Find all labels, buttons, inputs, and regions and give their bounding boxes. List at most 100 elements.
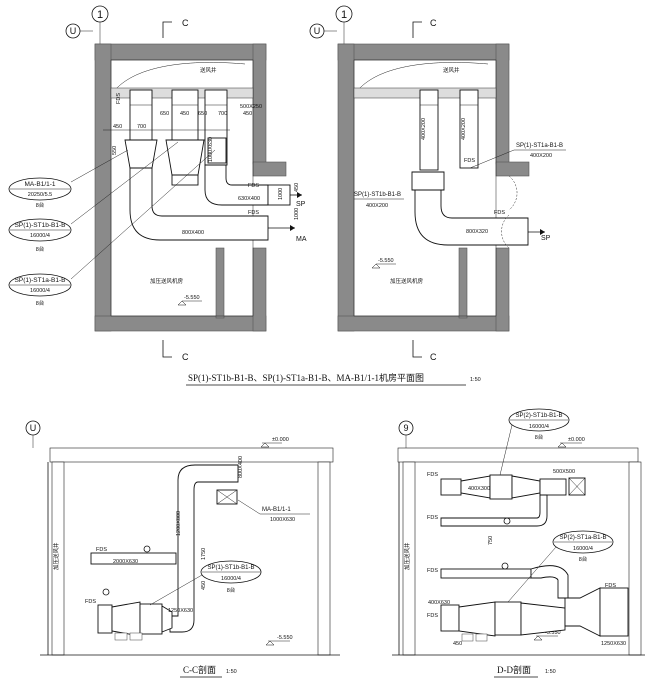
callout-name: SP(2)-ST1b-B1-B (515, 413, 562, 419)
fan-body-3 (207, 137, 227, 164)
lower-expander (564, 587, 601, 637)
callout-leader (149, 574, 203, 606)
section-c-label-top: C (182, 18, 189, 28)
wall-top (337, 43, 510, 61)
wall-bottom (94, 315, 267, 332)
plan-left: U 1 C C 送风井 (8, 5, 307, 362)
riser-duct (169, 464, 239, 633)
level-bottom-symbol (533, 635, 543, 641)
callout-note: 8台 (36, 299, 45, 307)
wall-right-jog (252, 161, 287, 177)
callout-leader (469, 149, 515, 169)
dim-2: 1750 (201, 548, 207, 560)
section-title: C-C剖面 (183, 664, 216, 675)
plan-label-spec: 400X200 (366, 203, 388, 209)
lower-fan (494, 601, 522, 636)
callout-name: SP(2)-ST1a-B1-B (559, 535, 606, 541)
duct-size-drop-2: 400X200 (461, 118, 467, 140)
upper-inlet (440, 478, 462, 496)
upper-outlet (511, 475, 541, 499)
level-bottom: -5.550 (277, 635, 293, 641)
room-label: 加压送风机房 (150, 277, 184, 285)
wall-bottom (337, 315, 510, 332)
callout-spec: 400X200 (530, 153, 552, 159)
callout-spec: 16000/4 (30, 288, 50, 294)
upper-return-duct (440, 494, 548, 527)
lower-plenum (599, 587, 629, 637)
fds-label-2: FDS (248, 210, 259, 216)
dd-dim-2: 750 (488, 536, 494, 545)
level-bottom: -5.550 (545, 630, 561, 636)
callout-spec: 16000/4 (221, 576, 241, 582)
dim-9: 1000 (278, 188, 284, 200)
callout-leader (70, 149, 129, 183)
fan-outlet (161, 605, 173, 633)
fan-body (139, 603, 163, 635)
level-top-symbol (557, 442, 567, 448)
callout-note: 8台 (535, 433, 544, 441)
upper-branch-duct (90, 552, 177, 565)
fds-label-1: FDS (248, 183, 259, 189)
ma-label: MA (296, 236, 307, 243)
fan-body-2 (165, 139, 205, 176)
grid-label-1: 1 (341, 9, 347, 21)
duct-size-top: 500X250 (240, 104, 262, 110)
duct-size-drop: 1000X630 (208, 137, 214, 162)
callout-ellipse (508, 408, 570, 432)
wall-inner-stub (215, 247, 225, 319)
section-cut-bottom (412, 340, 422, 358)
dd-dim-1: 450 (453, 641, 462, 647)
wall-right-jog (495, 161, 530, 177)
grid-label: U (30, 423, 37, 433)
plan-right: U 1 C C 送风井 SP FDS FDS 800X320 400X200 4… (309, 5, 566, 362)
callout-name: SP(1)-ST1a-B1-B (516, 143, 563, 149)
duct-size-1: 2000X630 (113, 559, 138, 565)
section-cut-c-top (162, 21, 172, 38)
fds-2: FDS (427, 515, 438, 521)
dim-4: 450 (180, 111, 189, 117)
dd-size-3: 400X630 (428, 600, 450, 606)
level-top-symbol (260, 442, 270, 448)
sp-arrowhead (540, 229, 545, 235)
wall-left (94, 43, 112, 332)
fds-4: FDS (427, 613, 438, 619)
callout-name: SP(1)-ST1b-B1-B (15, 222, 66, 229)
callout-spec: 16000/4 (529, 424, 549, 430)
duct-size-main: 800X320 (466, 229, 488, 235)
dim-10: 450 (294, 183, 300, 192)
callout-spec: 20250/5.5 (28, 192, 52, 198)
upper-fan (489, 474, 513, 500)
duct-size-branch: 630X400 (238, 196, 260, 202)
callout-sp: SP(1)-ST1b-B1-B 16000/4 8台 (149, 560, 262, 606)
dd-size-1: 500X500 (553, 469, 575, 475)
section-c-label-top: C (430, 18, 437, 28)
main-duct-elbow (129, 167, 269, 241)
callout-ellipse (200, 560, 262, 584)
duct-size-4: 1250X630 (168, 608, 193, 614)
fan-support-2 (475, 633, 488, 642)
fan-support-1 (461, 633, 474, 642)
dim-1: 450 (201, 581, 207, 590)
callout-st1a: SP(1)-ST1a-B1-B 16000/4 8台 (8, 149, 216, 307)
duct-size-main: 800X400 (182, 230, 204, 236)
wall-right-lower (252, 247, 267, 332)
wall-top (94, 43, 267, 61)
callout-ellipse (552, 530, 614, 554)
fire-damper-2 (501, 562, 509, 570)
section-c-label-bottom: C (182, 352, 189, 362)
level-bottom-symbol (265, 640, 275, 646)
level-label: -5.550 (378, 258, 394, 264)
lower-inlet (440, 604, 460, 632)
room-outline (353, 59, 497, 317)
slab-top (397, 447, 639, 463)
fds-label-upper: FDS (96, 547, 107, 553)
callout-ma-leader (237, 499, 261, 515)
dd-size-2: 400X300 (468, 486, 490, 492)
callout-note: 8台 (579, 555, 588, 563)
level-top: ±0.000 (272, 437, 289, 443)
callout-spec: 16000/4 (30, 233, 50, 239)
dim-11: 1000 (294, 208, 300, 220)
callout-ellipse (8, 273, 72, 297)
shaft-label: 送风井 (443, 66, 460, 74)
